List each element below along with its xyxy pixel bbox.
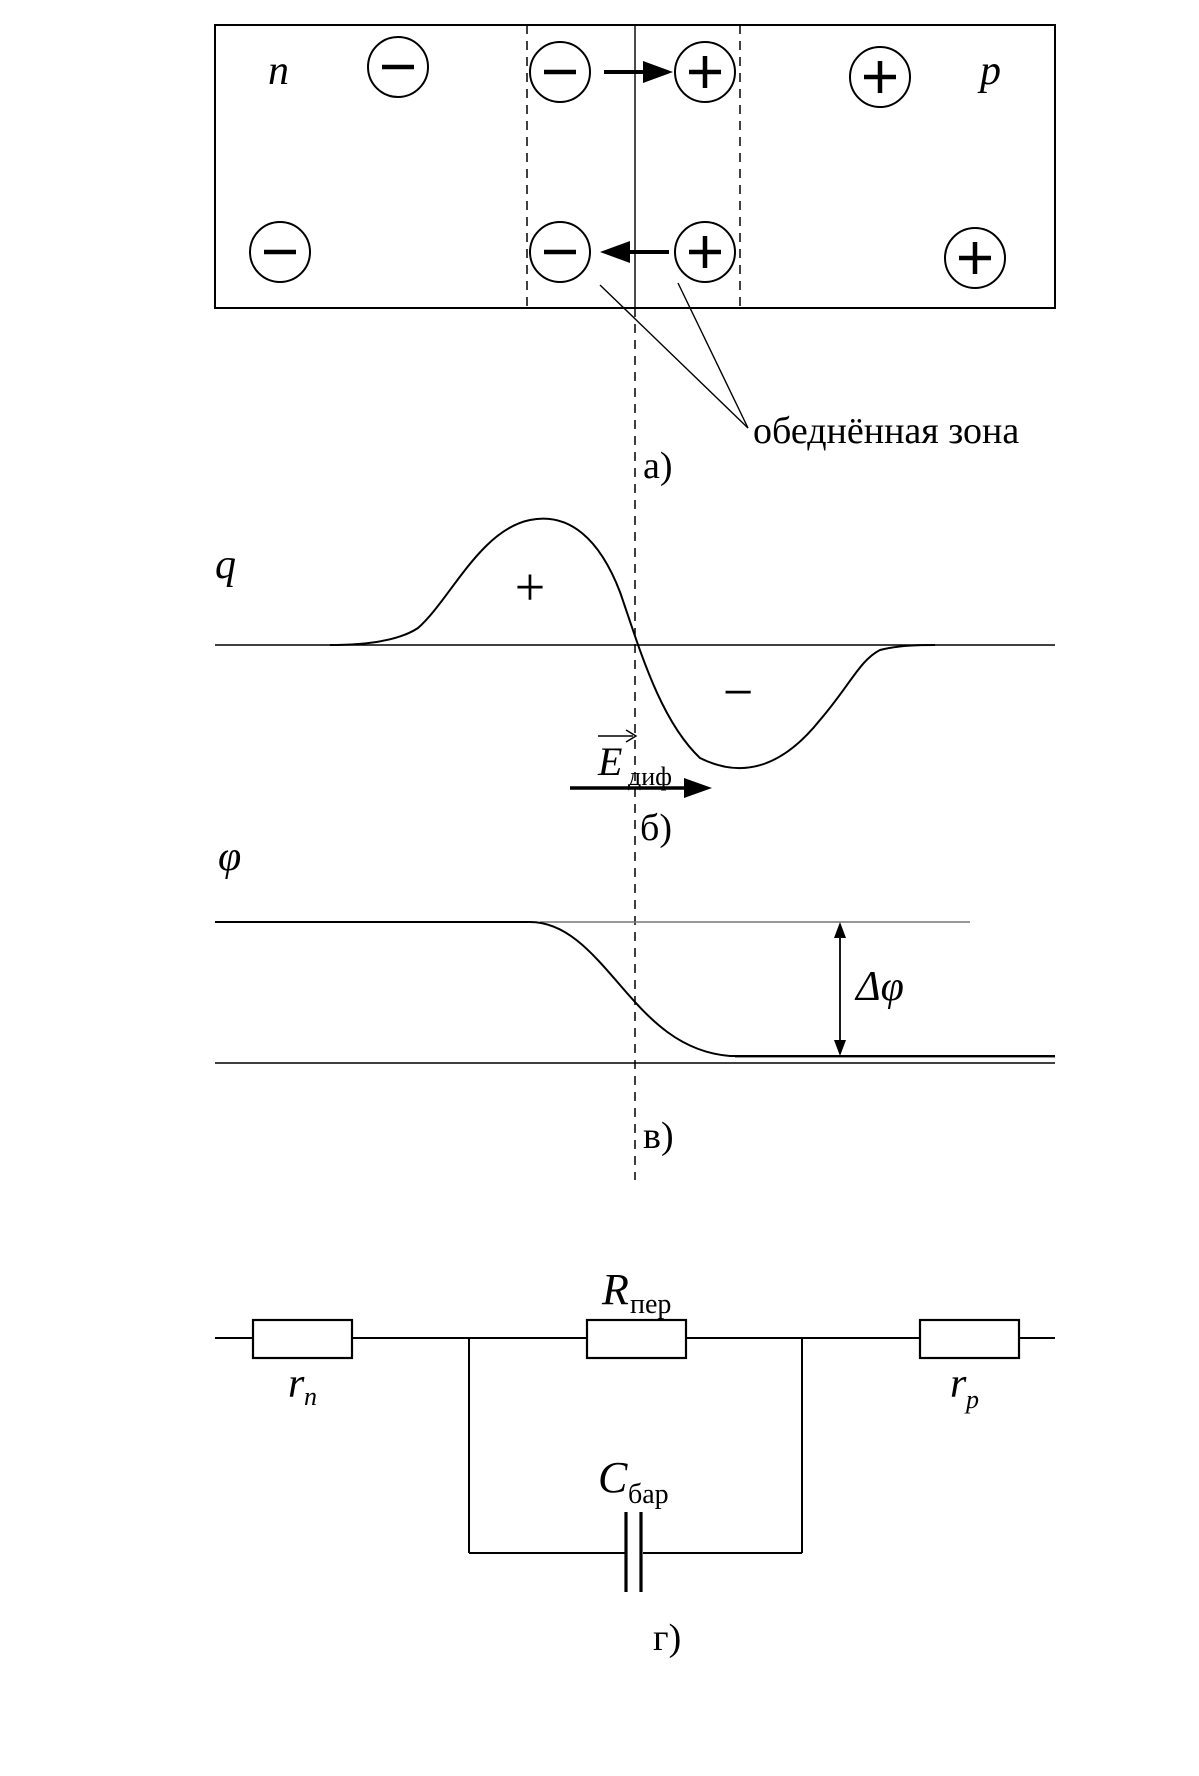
vector-arrow-icon: [598, 729, 638, 743]
positive-charge: [674, 41, 736, 103]
rn-resistor: [251, 1318, 354, 1360]
diffusion-field-label: E диф: [597, 729, 672, 791]
panel-d: r n R пер r p C бар г): [215, 1265, 1055, 1659]
depletion-zone-label: обеднённая зона: [753, 410, 1019, 452]
caption-c: в): [643, 1115, 674, 1157]
delta-phi-arrow: [834, 922, 846, 1056]
phi-axis-label: φ: [218, 834, 241, 880]
panel-b: q + − E диф б): [215, 517, 1055, 849]
barrier-capacitor: [624, 1512, 643, 1592]
svg-text:бар: бар: [628, 1479, 669, 1510]
svg-text:E: E: [597, 739, 622, 784]
r-junction-label: R пер: [601, 1265, 671, 1320]
positive-charge: [674, 221, 736, 283]
svg-text:диф: диф: [628, 762, 672, 791]
svg-text:r: r: [288, 1361, 305, 1407]
rp-resistor: [918, 1318, 1021, 1360]
rp-label: r p: [950, 1361, 979, 1414]
delta-phi-label: Δφ: [854, 964, 904, 1010]
caption-a: а): [643, 445, 673, 487]
svg-text:n: n: [304, 1382, 317, 1411]
c-barrier-label: C бар: [598, 1453, 669, 1510]
positive-charge-sign: +: [515, 557, 545, 617]
depletion-callout-line: [677, 282, 749, 429]
negative-charge: [249, 221, 311, 283]
negative-charge: [367, 36, 429, 98]
svg-text:p: p: [964, 1385, 979, 1414]
caption-b: б): [640, 807, 672, 849]
panel-c: φ Δφ в): [215, 834, 1055, 1157]
positive-charge: [944, 227, 1006, 289]
svg-text:R: R: [601, 1265, 629, 1314]
positive-charge: [849, 46, 911, 108]
panel-a: n p: [214, 24, 1056, 487]
rn-label: r n: [288, 1361, 317, 1411]
q-axis-label: q: [215, 542, 236, 588]
depletion-callout-line: [599, 284, 749, 429]
svg-text:пер: пер: [630, 1289, 671, 1320]
negative-charge-sign: −: [723, 662, 753, 722]
negative-charge: [529, 221, 591, 283]
drift-arrow-left: [600, 241, 669, 263]
potential-curve: [215, 921, 1055, 1057]
r-junction-resistor: [585, 1318, 688, 1360]
charge-density-curve: [329, 517, 936, 770]
caption-d: г): [653, 1617, 681, 1659]
n-region-label: n: [268, 48, 289, 94]
negative-charge: [529, 41, 591, 103]
p-region-label: p: [977, 48, 1001, 94]
diffusion-arrow-right: [604, 61, 673, 83]
svg-text:r: r: [950, 1361, 967, 1407]
field-arrow: [570, 778, 712, 798]
svg-text:C: C: [598, 1453, 628, 1502]
